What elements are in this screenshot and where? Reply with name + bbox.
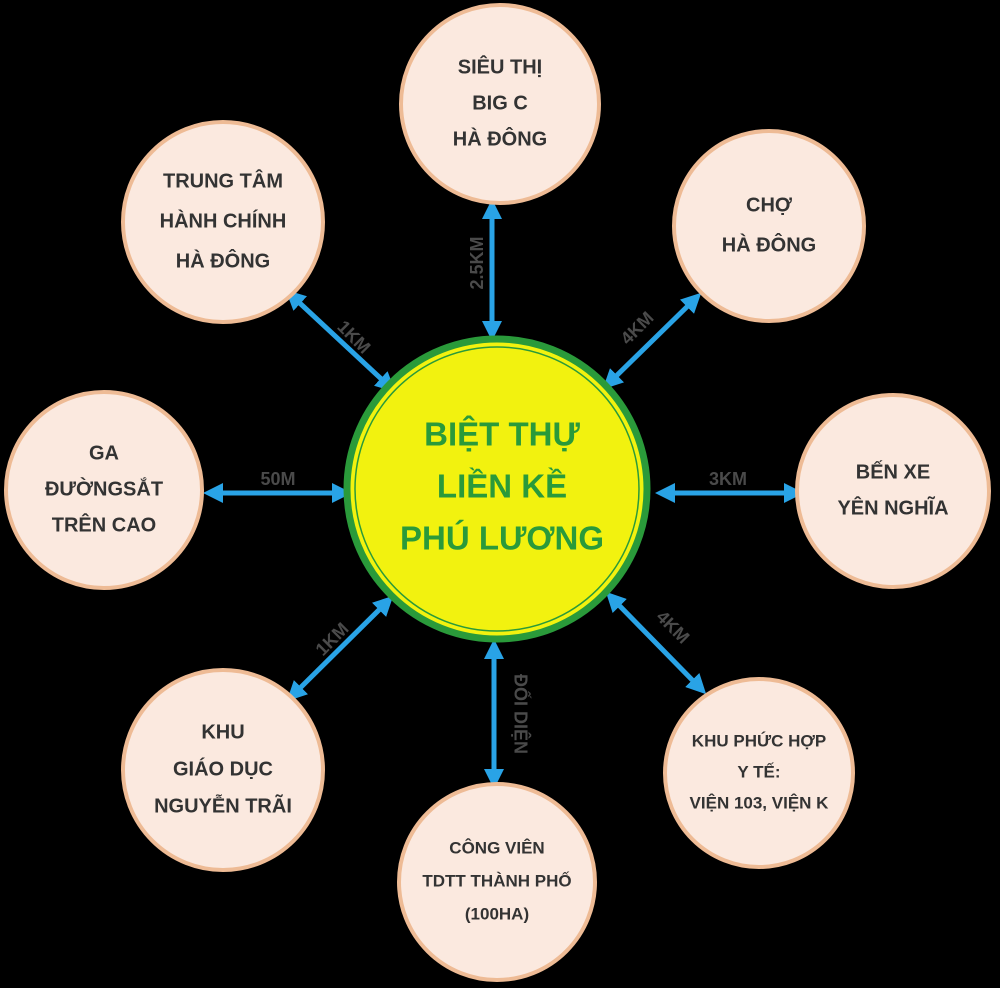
- node-label-line: KHU: [201, 721, 244, 743]
- node-circle: [121, 120, 325, 324]
- node-label-line: Y TẾ:: [737, 762, 780, 781]
- location-node-khu-phuc-hop: KHU PHỨC HỢP Y TẾ: VIỆN 103, VIỆN K: [663, 677, 855, 869]
- node-label-line: HÀNH CHÍNH: [160, 209, 287, 232]
- node-label-line: VIỆN 103, VIỆN K: [690, 793, 830, 812]
- distance-label-ga-duong-sat: 50M: [260, 469, 295, 489]
- location-node-ga-duong-sat: GA ĐƯỜNGSẮT TRÊN CAO: [4, 390, 204, 590]
- center-title-line: LIỀN KỀ: [437, 468, 567, 505]
- node-label-line: TRUNG TÂM: [163, 168, 283, 192]
- node-circle: [663, 677, 855, 869]
- node-circle: [672, 129, 866, 323]
- location-node-khu-giao-duc: KHU GIÁO DỤC NGUYỄN TRÃI: [121, 668, 325, 872]
- node-circle: [795, 393, 991, 589]
- location-nodes: SIÊU THỊ BIG C HÀ ĐÔNG CHỢ HÀ ĐÔNG BẾN XE YÊN …: [4, 3, 991, 982]
- node-circle: [397, 782, 597, 982]
- center-title-line: PHÚ LƯƠNG: [400, 520, 604, 557]
- location-node-cho: CHỢ HÀ ĐÔNG: [672, 129, 866, 323]
- arrow-cho: [602, 292, 702, 390]
- node-label-line: (100HA): [465, 904, 529, 923]
- location-node-sieu-thi: SIÊU THỊ BIG C HÀ ĐÔNG: [399, 3, 601, 205]
- node-label-line: BẾN XE: [856, 460, 930, 483]
- node-label-line: HÀ ĐÔNG: [176, 248, 270, 272]
- center-circle: [343, 335, 651, 643]
- node-label-line: HÀ ĐÔNG: [453, 126, 547, 150]
- node-circle: [121, 668, 325, 872]
- node-label-line: GA: [89, 442, 119, 464]
- center-title-line: BIỆT THỰ: [424, 416, 580, 453]
- node-circle: [4, 390, 204, 590]
- distance-label-sieu-thi: 2.5KM: [467, 236, 487, 289]
- node-label-line: TDTT THÀNH PHỐ: [422, 870, 571, 890]
- node-label-line: SIÊU THỊ: [458, 54, 542, 78]
- node-label-line: NGUYỄN TRÃI: [154, 794, 292, 817]
- arrow-trung-tam: [285, 289, 396, 393]
- location-node-cong-vien: CÔNG VIÊN TDTT THÀNH PHỐ (100HA): [397, 782, 597, 982]
- node-circle: [399, 3, 601, 205]
- distance-label-khu-phuc-hop: 4KM: [652, 607, 693, 648]
- node-label-line: GIÁO DỤC: [173, 757, 273, 780]
- node-label-line: YÊN NGHĨA: [837, 495, 948, 519]
- center-node: BIỆT THỰ LIỀN KỀ PHÚ LƯƠNG: [343, 335, 651, 643]
- node-label-line: BIG C: [472, 92, 528, 114]
- node-label-line: CHỢ: [746, 194, 793, 216]
- arrow-khu-giao-duc: [286, 595, 394, 702]
- location-node-trung-tam: TRUNG TÂM HÀNH CHÍNH HÀ ĐÔNG: [121, 120, 325, 324]
- node-label-line: HÀ ĐÔNG: [722, 232, 816, 256]
- arrow-khu-phuc-hop: [605, 591, 707, 695]
- location-node-ben-xe: BẾN XE YÊN NGHĨA: [795, 393, 991, 589]
- node-label-line: CÔNG VIÊN: [449, 838, 544, 857]
- node-label-line: KHU PHỨC HỢP: [692, 731, 826, 750]
- node-label-line: ĐƯỜNGSẮT: [45, 476, 163, 500]
- node-label-line: TRÊN CAO: [52, 512, 156, 536]
- distance-label-ben-xe: 3KM: [709, 469, 747, 489]
- center-inner-ring: [354, 346, 640, 632]
- distance-label-cong-vien: ĐỐI DIỆN: [510, 674, 531, 754]
